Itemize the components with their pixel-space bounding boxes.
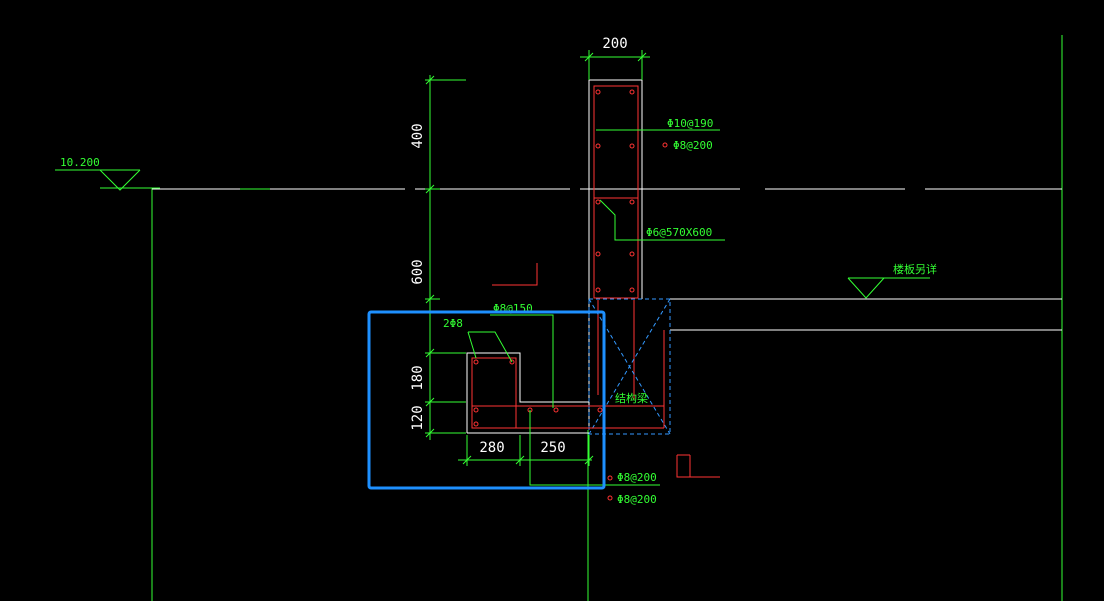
level-label: 10.200 (60, 156, 100, 169)
slab-level-marker (847, 277, 930, 299)
slab-outline (670, 298, 1062, 331)
beam-label: 结构梁 (615, 391, 648, 405)
label-wall-vertical: Φ10@190 (667, 117, 713, 130)
label-slab-bottom: Φ8@200 (617, 493, 657, 506)
label-wall-tie: Φ6@570X600 (646, 226, 712, 239)
dim-280: 280 (479, 440, 504, 456)
wall-rebar-dots (595, 89, 635, 293)
leader-lines (467, 129, 725, 486)
structural-beam-hidden (588, 298, 671, 435)
beam-rebar (530, 330, 665, 429)
dim-400: 400 (410, 123, 426, 148)
red-markers (492, 142, 720, 501)
vertical-dimension-chain (425, 75, 466, 440)
wall-width-dimension (580, 50, 650, 80)
dim-600: 600 (410, 259, 426, 284)
dim-180: 180 (410, 365, 426, 390)
dim-250: 250 (540, 440, 565, 456)
ledge-rebar-dots (473, 359, 603, 427)
dim-120: 120 (410, 405, 426, 430)
floor-note: 楼板另详 (893, 262, 937, 276)
selection-box[interactable] (367, 310, 606, 490)
wall-rebar (593, 85, 639, 400)
dim-200: 200 (602, 36, 627, 52)
ledge-rebar (471, 357, 664, 429)
ledge-outline (466, 352, 589, 434)
level-marker (55, 169, 160, 191)
grid-lines (151, 35, 1063, 601)
label-wall-horizontal: Φ8@200 (673, 139, 713, 152)
label-beam-top-bars: 2Φ8 (443, 317, 463, 330)
label-slab-top: Φ8@200 (617, 471, 657, 484)
